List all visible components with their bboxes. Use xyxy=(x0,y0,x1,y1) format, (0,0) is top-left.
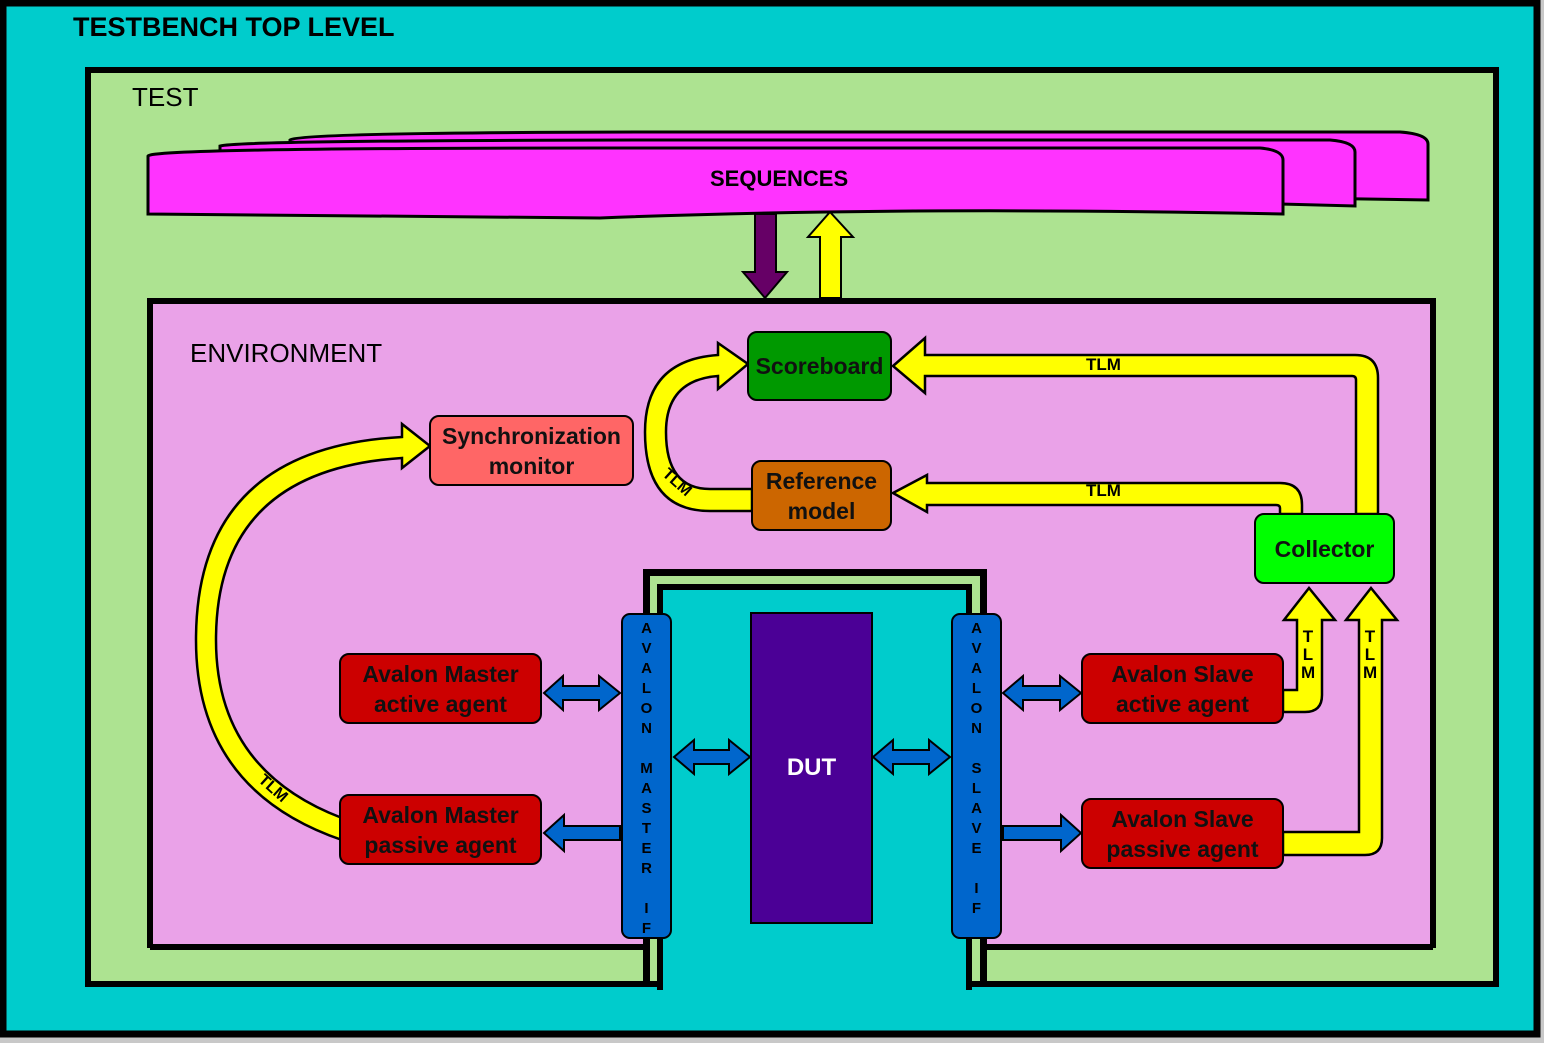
sequences-title: SEQUENCES xyxy=(710,166,849,191)
master-if-letter xyxy=(644,739,648,759)
seq-up-arrow xyxy=(805,210,856,299)
tlm-arrow-slave-passive-collector xyxy=(1281,585,1400,857)
slave-active-agent-box[interactable]: Avalon Slave active agent xyxy=(1081,653,1284,724)
seq-down-arrow xyxy=(740,213,790,300)
master-if-letter: N xyxy=(641,720,652,737)
master-if-letter: V xyxy=(641,640,652,657)
slave-passive-label-line2: passive agent xyxy=(1106,835,1259,862)
slave-if-letter: F xyxy=(971,900,982,917)
slave-if-letter: A xyxy=(971,620,982,637)
sequences-banner-front xyxy=(146,146,1285,220)
slave-if-letter: O xyxy=(970,700,983,717)
master-active-label-line1: Avalon Master xyxy=(362,660,519,687)
master-if-letter: T xyxy=(641,820,652,837)
master-if-letter: R xyxy=(641,860,652,877)
slave-if-letter: V xyxy=(971,820,982,837)
slave-passive-label-line1: Avalon Slave xyxy=(1111,805,1254,832)
reference-model-box[interactable]: Reference model xyxy=(751,460,892,531)
slave-passive-agent-box[interactable]: Avalon Slave passive agent xyxy=(1081,798,1284,869)
master-if-letter xyxy=(644,879,648,899)
slave-if-letter: L xyxy=(971,680,982,697)
collector-label: Collector xyxy=(1274,535,1375,562)
tlm-arrow-refmodel-scoreboard xyxy=(643,340,754,513)
slave-if-passive-arrow xyxy=(1002,812,1083,854)
environment-title: ENVIRONMENT xyxy=(190,338,383,368)
tlm-label-collector-refmodel: TLM xyxy=(1086,481,1121,500)
master-active-agent-box[interactable]: Avalon Master active agent xyxy=(339,653,542,724)
master-if-letter: O xyxy=(640,700,653,717)
reference-model-label-line1: Reference xyxy=(765,467,878,494)
master-if-letter: S xyxy=(641,800,652,817)
tlm-arrow-slave-active-collector xyxy=(1281,585,1338,714)
master-passive-label-line1: Avalon Master xyxy=(362,801,519,828)
scoreboard-box[interactable]: Scoreboard xyxy=(747,331,892,401)
testbench-title: TESTBENCH TOP LEVEL xyxy=(73,12,395,42)
master-if-letter: F xyxy=(641,920,652,937)
tlm-label-slave-passive: TLM xyxy=(1363,627,1378,682)
slave-if-letter: L xyxy=(971,780,982,797)
master-if-letter: L xyxy=(641,680,652,697)
slave-active-label-line2: active agent xyxy=(1116,690,1249,717)
test-title: TEST xyxy=(132,82,199,112)
dut-box[interactable]: DUT xyxy=(750,612,873,924)
master-if-letter: A xyxy=(641,620,652,637)
slave-if-letter: S xyxy=(971,760,982,777)
master-if-letter: E xyxy=(641,840,652,857)
slave-if-letter: I xyxy=(974,880,979,897)
collector-box[interactable]: Collector xyxy=(1254,513,1395,584)
slave-if-letter: E xyxy=(971,840,982,857)
master-passive-if-arrow xyxy=(542,812,621,854)
slave-if-letter: A xyxy=(971,660,982,677)
dut-label: DUT xyxy=(786,754,837,781)
master-passive-agent-box[interactable]: Avalon Master passive agent xyxy=(339,794,542,865)
master-if-letter: M xyxy=(640,760,653,777)
sync-monitor-label-line1: Synchronization xyxy=(442,422,621,449)
master-active-label-line2: active agent xyxy=(374,690,507,717)
dut-slave-if-arrow xyxy=(871,737,952,777)
tlm-label-slave-active: TLM xyxy=(1301,627,1316,682)
slave-if-letter xyxy=(974,739,978,759)
slave-if-letter: A xyxy=(971,800,982,817)
master-if-letter: I xyxy=(644,900,649,917)
reference-model-label-line2: model xyxy=(787,497,856,524)
slave-if-letter: V xyxy=(971,640,982,657)
slave-active-label-line1: Avalon Slave xyxy=(1111,660,1254,687)
tlm-arrow-passive-sync xyxy=(194,421,433,842)
slave-if-letter xyxy=(974,859,978,879)
scoreboard-label: Scoreboard xyxy=(755,353,884,379)
master-active-if-arrow xyxy=(542,673,622,713)
slave-if-letter: N xyxy=(971,720,982,737)
sync-monitor-box[interactable]: Synchronization monitor xyxy=(429,415,634,486)
master-passive-label-line2: passive agent xyxy=(364,831,517,858)
master-if-letter: A xyxy=(641,780,652,797)
master-if-letter: A xyxy=(641,660,652,677)
tlm-label-collector-scoreboard: TLM xyxy=(1086,355,1121,374)
sync-monitor-label-line2: monitor xyxy=(488,452,575,479)
